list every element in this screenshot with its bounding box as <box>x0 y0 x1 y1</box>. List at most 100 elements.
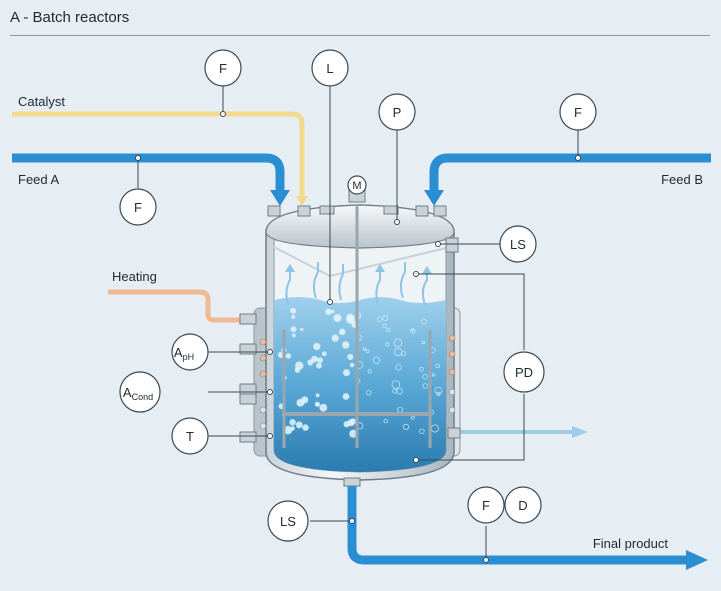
bubble <box>338 328 346 336</box>
bubble <box>325 308 332 316</box>
bubble <box>295 421 303 429</box>
bubble <box>296 398 305 407</box>
svg-text:F: F <box>574 105 582 120</box>
bubble <box>342 369 351 377</box>
pressure-instrument: P <box>378 93 416 131</box>
ph-analyzer-instrument: ApH <box>171 333 209 371</box>
bubble <box>402 423 410 430</box>
svg-text:D: D <box>518 498 527 513</box>
motor-symbol: M <box>352 180 361 192</box>
jacket-indicators <box>259 334 456 430</box>
flow-feed-b-instrument: F <box>559 93 597 131</box>
svg-text:PD: PD <box>515 365 533 380</box>
bubble <box>391 380 401 389</box>
vapor-arrows <box>285 262 432 306</box>
bubble <box>285 353 292 359</box>
svg-text:L: L <box>326 61 333 76</box>
bubble <box>394 347 403 357</box>
bubble <box>422 373 428 380</box>
jacket-connections <box>239 237 461 443</box>
side-outlet-arrow <box>454 426 588 438</box>
level-switch-bottom-instrument: LS <box>267 500 309 542</box>
catalyst-label: Catalyst <box>18 94 65 109</box>
bubble <box>386 327 391 333</box>
bubble <box>290 426 296 431</box>
svg-text:F: F <box>134 200 142 215</box>
bubble <box>314 357 318 361</box>
bubble <box>419 366 424 372</box>
agitator <box>282 205 432 448</box>
bubble <box>349 362 355 368</box>
bubble <box>321 351 327 357</box>
bubble <box>365 348 370 353</box>
flow-feed-a-instrument: F <box>119 188 157 226</box>
bubble <box>410 328 416 334</box>
bubble <box>372 356 381 364</box>
bubble <box>382 314 389 321</box>
svg-text:LS: LS <box>280 514 296 529</box>
bubble <box>291 314 296 319</box>
feed-a-label: Feed A <box>18 172 60 187</box>
bubble <box>317 357 324 364</box>
svg-text:LS: LS <box>510 237 526 252</box>
feed-b-label: Feed B <box>661 172 703 187</box>
bubble <box>431 373 436 377</box>
bubble <box>346 313 355 323</box>
svg-text:F: F <box>482 498 490 513</box>
product-pipe <box>343 477 708 570</box>
flow-catalyst-instrument: F <box>204 49 242 87</box>
page-title: A - Batch reactors <box>10 9 130 26</box>
heating-pipe <box>108 289 254 325</box>
bubble <box>383 418 388 424</box>
bubble <box>436 391 441 396</box>
bubble <box>342 393 350 400</box>
level-instrument: L <box>311 49 349 87</box>
conductivity-analyzer-instrument: ACond <box>119 371 161 413</box>
top-nozzles <box>267 205 447 217</box>
bubble <box>343 421 350 428</box>
svg-text:ApH: ApH <box>174 345 194 362</box>
bubble <box>422 383 428 389</box>
bubble <box>314 401 320 407</box>
bubble <box>331 334 339 342</box>
bubble <box>385 342 390 347</box>
temperature-instrument: T <box>171 417 209 455</box>
instrument-taps <box>135 111 581 563</box>
bubble <box>294 367 301 373</box>
reactor-liquid <box>274 297 446 472</box>
bubble <box>393 338 403 348</box>
catalyst-pipe <box>12 111 308 206</box>
bubble <box>382 323 387 328</box>
instrument-lines <box>137 86 579 560</box>
bubble <box>315 362 322 369</box>
bubble <box>289 307 297 314</box>
feed-a-pipe <box>12 153 290 206</box>
bubble <box>395 364 402 371</box>
svg-text:T: T <box>186 429 194 444</box>
svg-text:ACond: ACond <box>123 385 153 402</box>
bubble <box>289 418 296 426</box>
bubble <box>421 340 426 345</box>
bubble <box>421 318 427 325</box>
bubble <box>300 327 304 331</box>
motor: M <box>347 175 367 203</box>
bubble <box>315 393 320 398</box>
bubble <box>341 341 350 349</box>
bubble <box>362 347 367 351</box>
density-instrument: D <box>504 486 542 524</box>
level-switch-top-instrument: LS <box>499 225 537 263</box>
bubble <box>291 333 296 338</box>
bubble <box>377 316 383 322</box>
differential-pressure-instrument: PD <box>503 351 545 393</box>
bubble <box>333 313 342 323</box>
bubble <box>392 388 398 394</box>
final-product-label: Final product <box>593 536 669 551</box>
bubble <box>331 309 335 314</box>
bubble <box>302 424 309 431</box>
bubble <box>419 428 425 434</box>
feed-b-pipe <box>424 153 711 206</box>
bubble <box>367 369 372 374</box>
bubble <box>290 326 297 333</box>
bubble <box>312 342 321 351</box>
